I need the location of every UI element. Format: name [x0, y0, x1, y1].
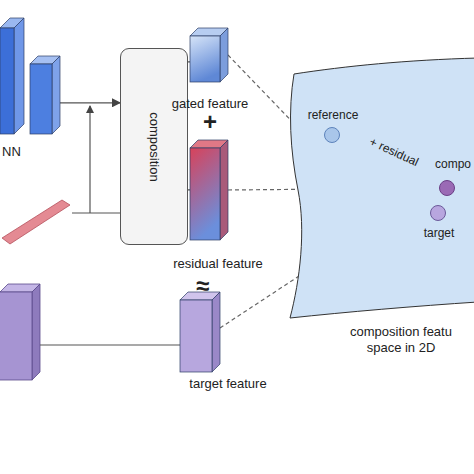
block-front [190, 36, 220, 82]
target-feature-block: target feature [178, 290, 228, 380]
reference-point: reference [324, 127, 340, 143]
gated-feature-block: gated feature [188, 26, 238, 90]
text-encoder-bar [2, 200, 70, 244]
target-encoder-side [32, 284, 40, 380]
cnn-encoder: NN [0, 14, 80, 164]
node-label: target [424, 226, 455, 240]
connector-anchor [30, 56, 60, 134]
node-label: NN [2, 144, 21, 160]
composed-point: compo [439, 180, 455, 196]
node-label: composition featu space in 2D [336, 324, 466, 355]
target-encoder-block [0, 292, 32, 380]
block-front [30, 64, 52, 134]
target-feature-block-shape [178, 290, 228, 380]
block-side [212, 292, 220, 372]
connector-anchor [190, 28, 228, 82]
block-side [220, 28, 228, 82]
plus-sign: + [203, 108, 217, 137]
node-label: reference [308, 108, 359, 122]
target-point: target [430, 205, 446, 221]
feature-space-region-shape [286, 60, 474, 360]
feature-space-outline [290, 58, 474, 318]
residual-feature-block: residual feature [188, 138, 238, 250]
residual-feature-block-shape [188, 138, 238, 250]
node-label: target feature [189, 376, 266, 392]
block-front [180, 300, 212, 372]
skip-wire [89, 106, 90, 213]
connector-anchor [190, 140, 228, 240]
connector-anchor [180, 292, 220, 372]
block-side [52, 56, 60, 134]
approx-sign: ≈ [196, 272, 209, 301]
gated-feature-block-shape [188, 26, 238, 90]
node-label: compo [435, 157, 471, 171]
feature-space-region: composition featu space in 2D reference co… [286, 60, 474, 360]
text-feature-wire [72, 212, 120, 213]
cnn-encoder-shape [0, 14, 80, 164]
block-front [190, 148, 220, 240]
block-front [0, 28, 14, 134]
node-label: composition [146, 112, 162, 181]
block-side [220, 140, 228, 240]
block-side [14, 18, 24, 134]
feature-wire [60, 102, 120, 103]
composition-box: composition [120, 48, 188, 245]
node-label: residual feature [173, 256, 263, 272]
target-wire [40, 344, 180, 345]
